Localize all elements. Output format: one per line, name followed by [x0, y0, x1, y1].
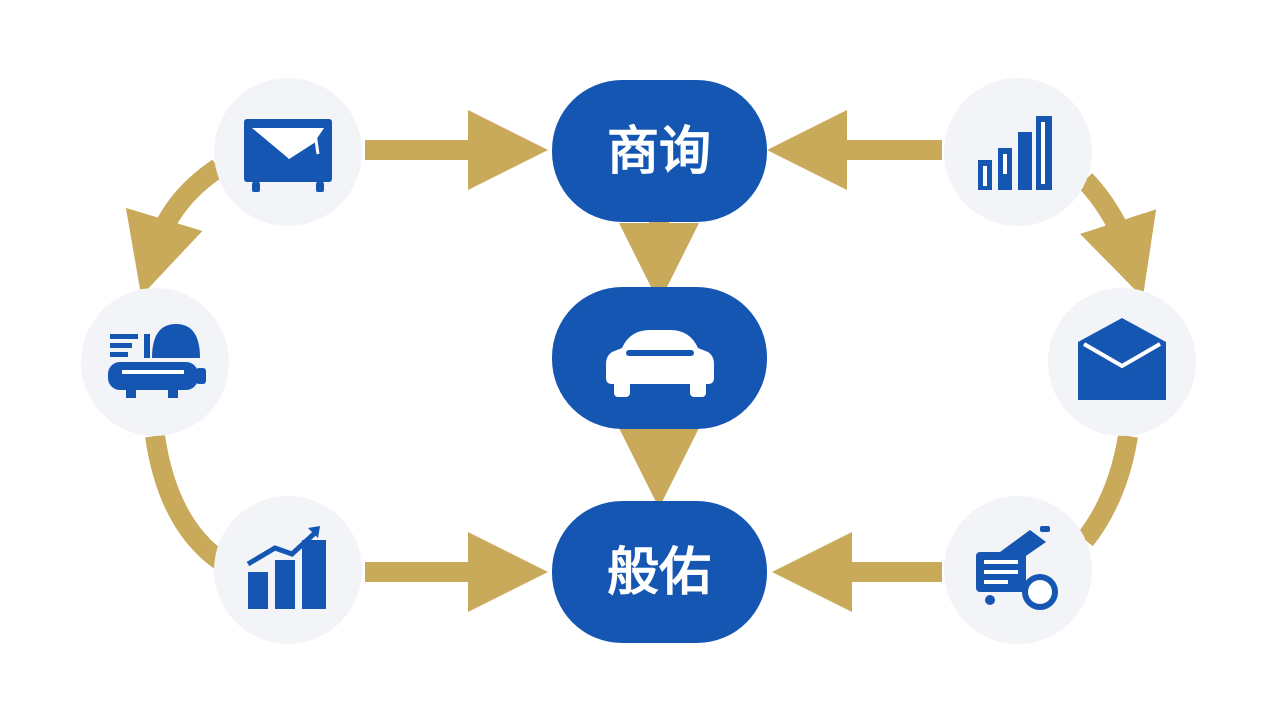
connectors: [125, 110, 1157, 612]
envelope-icon: [1078, 318, 1166, 400]
arrow-topright-to-middleright: [1077, 173, 1157, 298]
node-top-label: 商询: [607, 122, 711, 182]
car-icon: [606, 330, 714, 397]
rising-bar-chart-icon: [246, 526, 326, 609]
satellite-middle-left[interactable]: [81, 288, 229, 436]
machine-icon: [108, 324, 206, 398]
node-middle[interactable]: [552, 287, 767, 429]
connector-middleleft-to-bottomleft: [145, 434, 228, 571]
satellite-top-left[interactable]: [214, 78, 362, 226]
satellite-top-right[interactable]: [944, 78, 1092, 226]
mail-cart-icon: [244, 119, 332, 192]
arrow-topleft-to-middleleft: [125, 159, 224, 296]
cart-gear-icon: [976, 526, 1058, 610]
bar-chart-icon: [978, 116, 1052, 190]
satellite-bottom-right[interactable]: [944, 496, 1092, 644]
connector-middleright-to-bottomright: [1077, 434, 1138, 547]
satellite-bottom-left[interactable]: [214, 496, 362, 644]
node-top[interactable]: 商询: [552, 80, 767, 222]
node-bottom[interactable]: 般佑: [552, 501, 767, 643]
node-bottom-label: 般佑: [607, 543, 711, 603]
satellite-middle-right[interactable]: [1048, 288, 1196, 436]
